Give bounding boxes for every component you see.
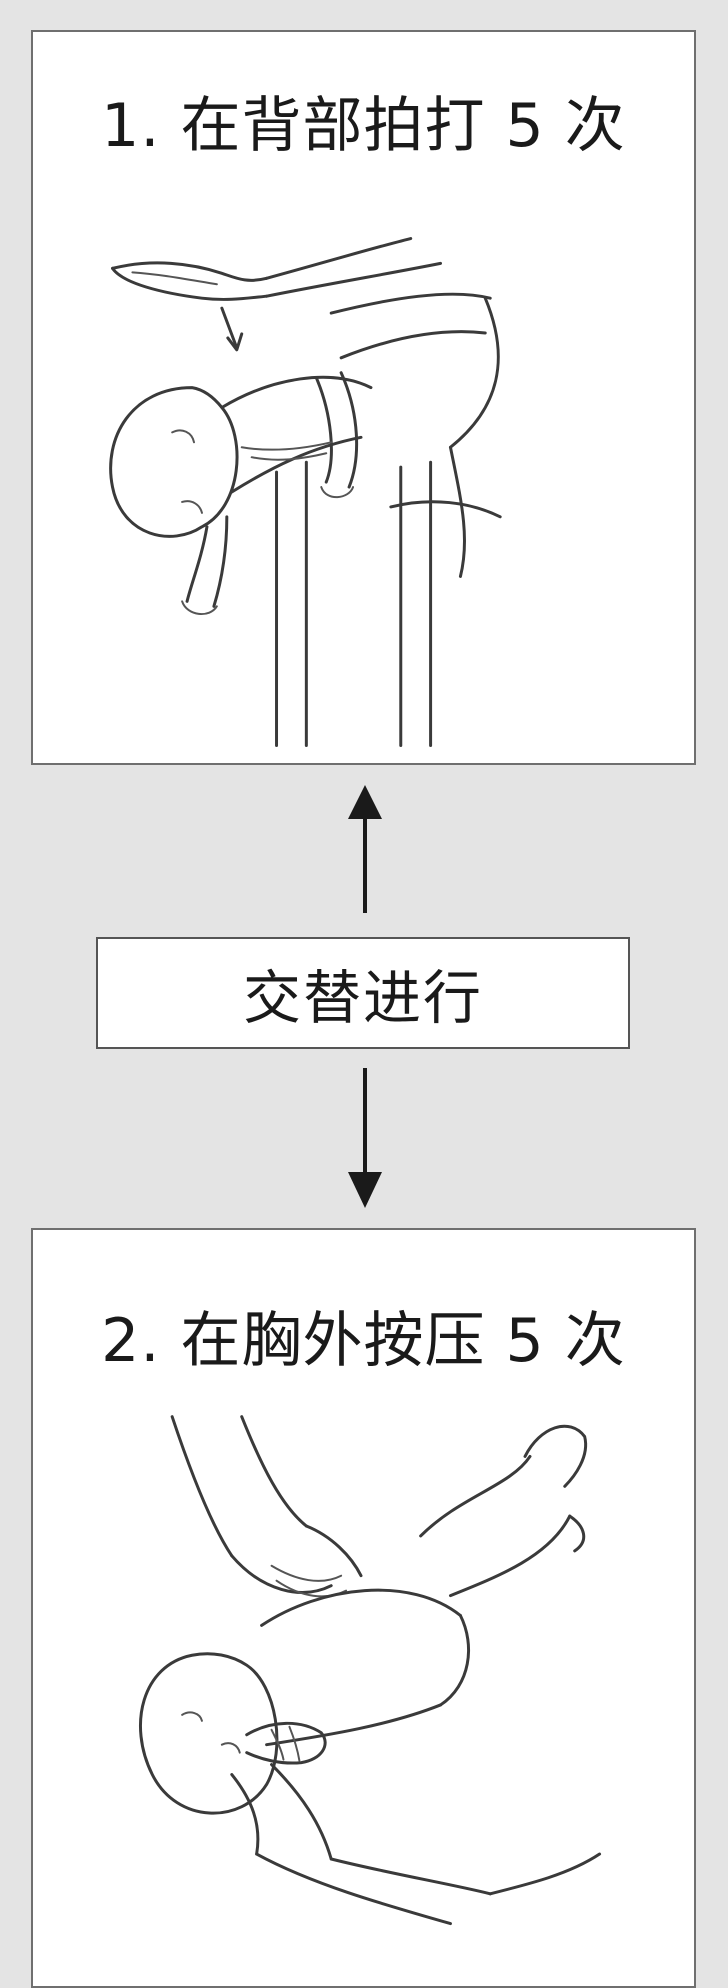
step-2-title: 2. 在胸外按压 5 次 <box>101 1306 626 1376</box>
step-2-panel: 2. 在胸外按压 5 次 <box>31 1228 696 1988</box>
alternate-label: 交替进行 <box>96 937 630 1049</box>
arrow-up-icon <box>330 785 400 915</box>
step-1-title: 1. 在背部拍打 5 次 <box>101 91 626 161</box>
arrow-down-icon <box>330 1068 400 1208</box>
step-1-panel: 1. 在背部拍打 5 次 <box>31 30 696 765</box>
infant-chest-thrusts-illustration <box>33 1415 694 1975</box>
infant-back-blows-illustration <box>33 237 694 747</box>
